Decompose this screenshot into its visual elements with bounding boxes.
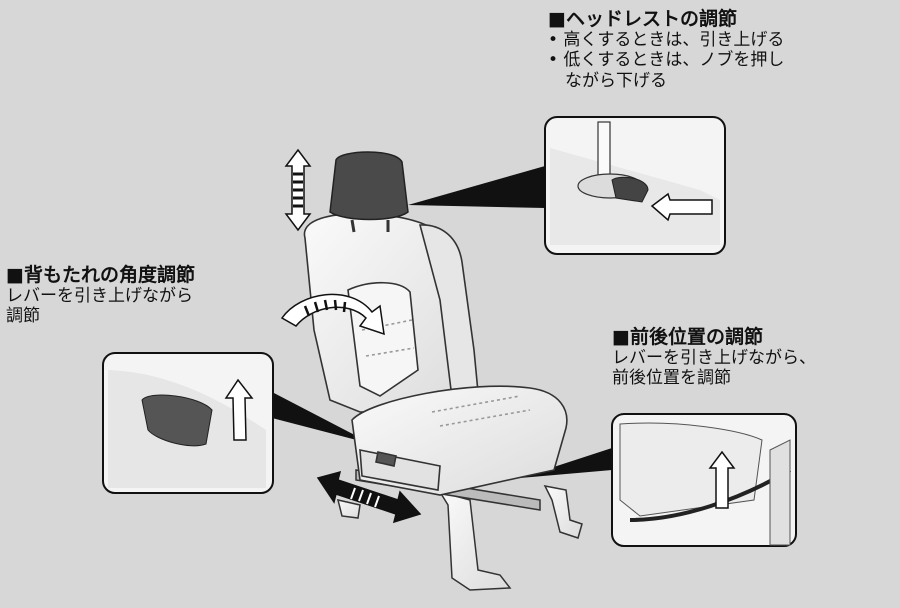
headrest-bullet-lower: • 低くするときは、ノブを押し — [548, 50, 785, 71]
recline-lever-icon — [375, 451, 397, 467]
recline-line-1: レバーを引き上げながら — [6, 286, 193, 307]
slide-title: ■前後位置の調節 — [612, 326, 763, 348]
recline-callout-pointer — [272, 392, 372, 444]
recline-lever-handle-icon — [141, 394, 213, 447]
headrest-adjustment-label: ■ヘッドレストの調節 • 高くするときは、引き上げる • 低くするときは、ノブを… — [548, 8, 784, 91]
slide-adjustment-label: ■前後位置の調節 レバーを引き上げながら、 前後位置を調節 — [612, 326, 816, 389]
headrest-callout-pointer — [408, 166, 545, 208]
recline-line-2: 調節 — [6, 306, 40, 327]
slide-lift-arrow-icon — [708, 450, 736, 509]
recline-title: ■背もたれの角度調節 — [6, 264, 195, 286]
headrest-inset-panel — [544, 116, 726, 255]
headrest — [329, 151, 409, 233]
slide-lever-inset-panel — [611, 413, 797, 547]
headrest-release-knob-icon — [611, 176, 649, 203]
seat-cushion — [351, 385, 568, 496]
headrest-bullet-raise: • 高くするときは、引き上げる — [548, 30, 785, 51]
lift-arrow-icon — [224, 378, 254, 441]
slide-line-2: 前後位置を調節 — [612, 368, 731, 389]
fore-aft-arrow-icon — [316, 470, 422, 524]
headrest-bullet-lower-cont: ながら下げる — [548, 70, 667, 91]
slide-line-1: レバーを引き上げながら、 — [612, 348, 816, 369]
seat-backrest — [303, 212, 479, 413]
callout-lines — [272, 166, 612, 478]
recline-curved-arrow-icon — [280, 293, 385, 336]
recline-adjustment-label: ■背もたれの角度調節 レバーを引き上げながら 調節 — [6, 264, 195, 327]
headrest-title: ■ヘッドレストの調節 — [548, 8, 737, 30]
headrest-updown-arrow-icon — [284, 148, 312, 232]
recline-lever-inset-panel — [102, 352, 274, 494]
push-arrow-icon — [650, 192, 713, 222]
